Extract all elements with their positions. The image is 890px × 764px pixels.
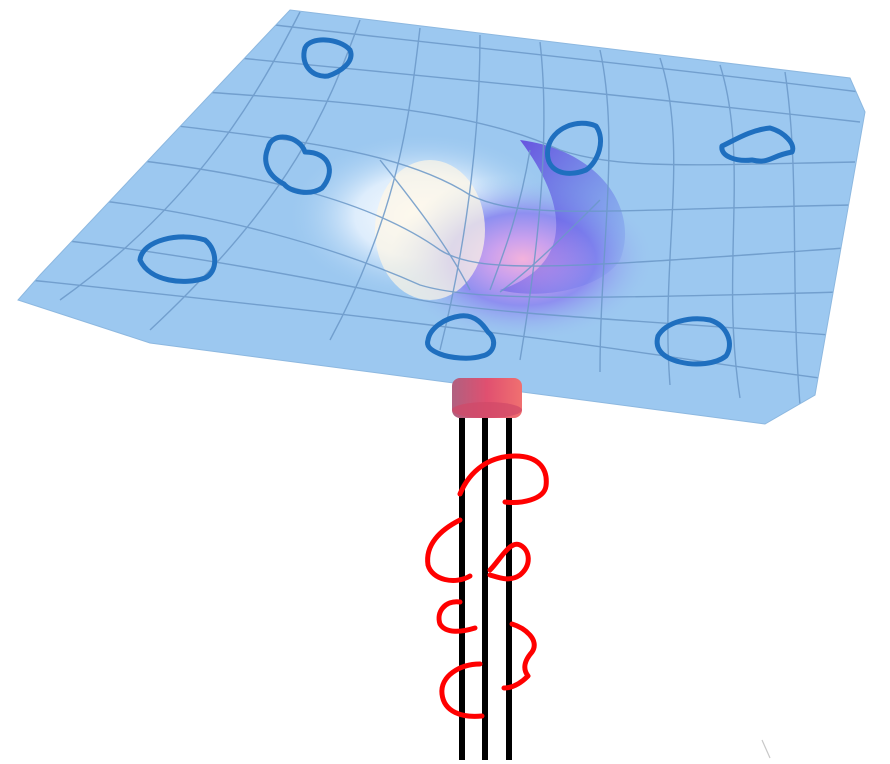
- closed-loop: [263, 134, 332, 195]
- wrapping-loop: [501, 621, 537, 691]
- wrapping-loop: [487, 541, 531, 582]
- closed-loop-strings: [137, 37, 796, 367]
- stray-mark: [761, 739, 771, 759]
- wrapping-loop-strings: [425, 453, 549, 719]
- wrapping-loop: [457, 453, 549, 505]
- closed-loop: [654, 316, 732, 367]
- closed-loop: [301, 37, 354, 79]
- closed-loop: [545, 120, 603, 176]
- well-shadow: [500, 140, 626, 294]
- closed-loop: [137, 234, 218, 284]
- well-highlight: [375, 160, 485, 300]
- curved-grid-surface: [17, 9, 866, 425]
- closed-loop: [719, 125, 796, 164]
- wrapping-loop: [436, 599, 478, 634]
- throat-tube: [452, 378, 522, 418]
- vertical-string-lines: [459, 418, 512, 760]
- wrapping-loop: [425, 517, 473, 583]
- wrapping-loop: [439, 661, 485, 719]
- gravity-well: [310, 120, 690, 360]
- closed-loop: [425, 313, 497, 361]
